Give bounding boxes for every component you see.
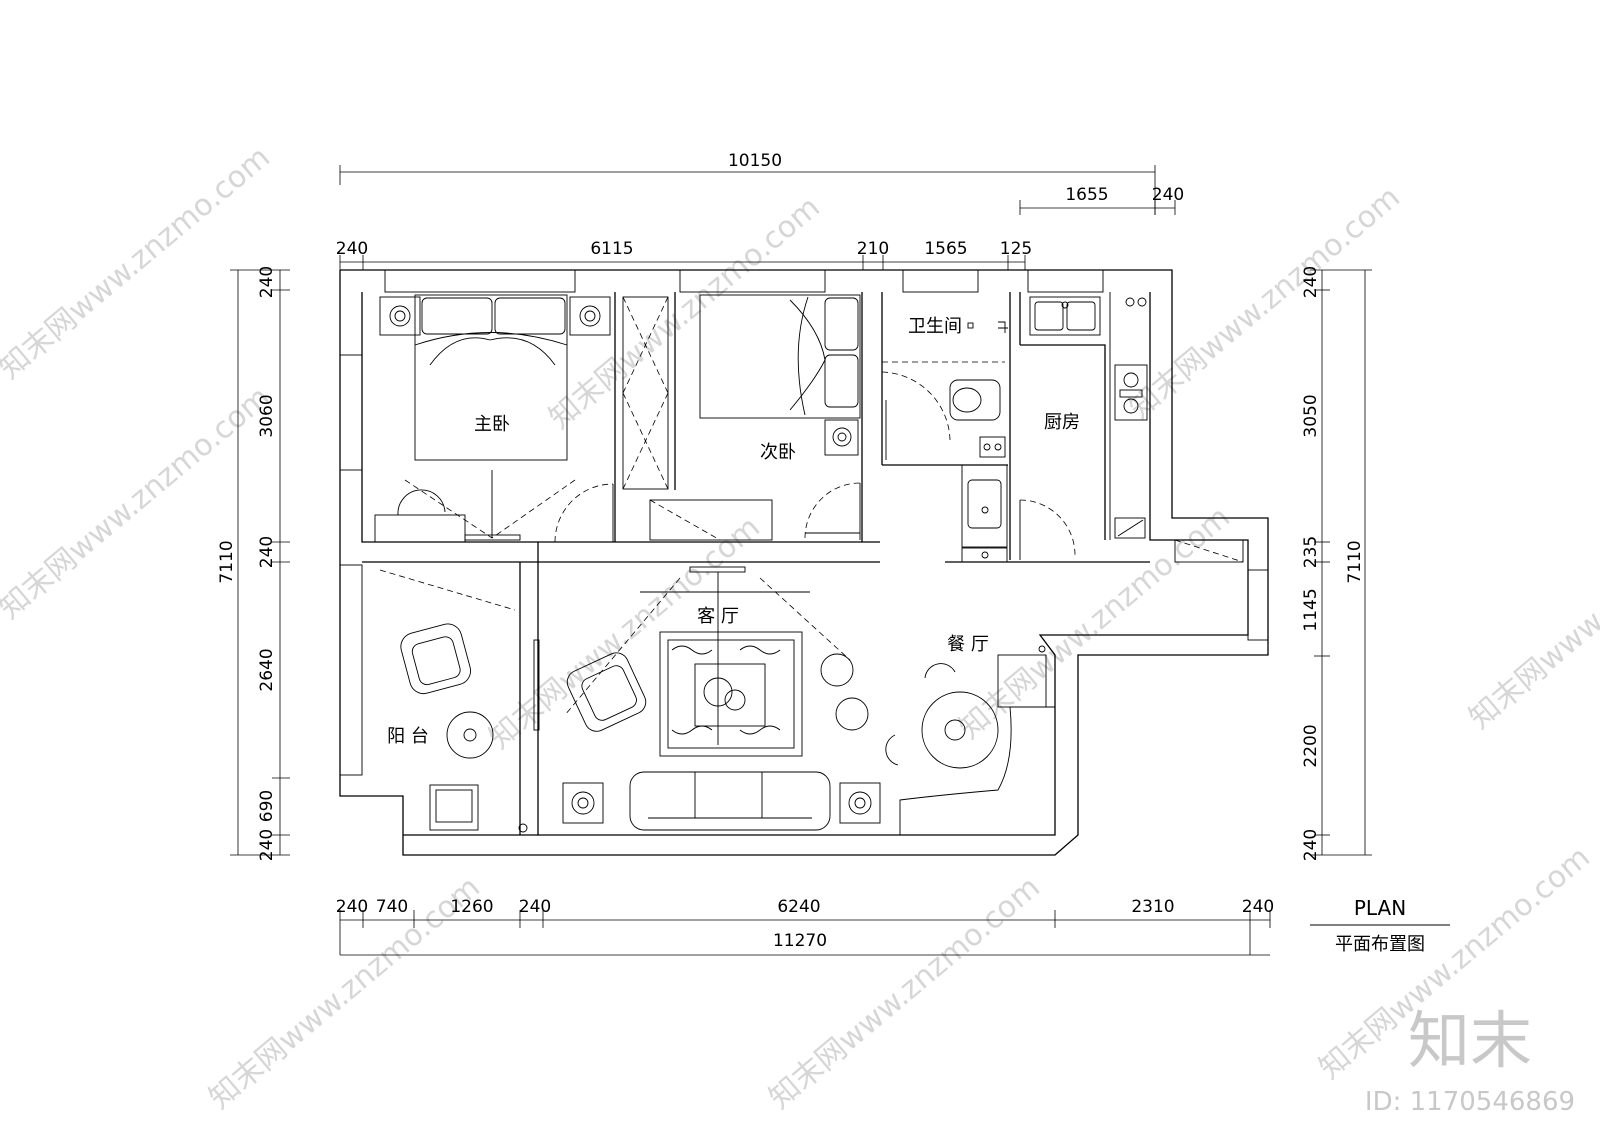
room-label-dining-room: 餐 厅 bbox=[947, 634, 989, 655]
title-en: PLAN bbox=[1354, 896, 1406, 920]
dim-left-3: 2640 bbox=[257, 648, 277, 691]
fridge-corner bbox=[1114, 517, 1146, 539]
dim-bottom-overall: 11270 bbox=[773, 931, 827, 951]
armchair bbox=[566, 652, 647, 732]
master-bedroom: 主卧 bbox=[374, 294, 669, 543]
dim-top-3: 1565 bbox=[924, 239, 967, 259]
pillow bbox=[421, 297, 493, 335]
dim-right-total: 7110 bbox=[1345, 540, 1365, 583]
banquette bbox=[899, 706, 1056, 836]
chair bbox=[885, 734, 899, 766]
watermark-text: 知末网www.znzmo.com bbox=[543, 190, 827, 436]
side-table bbox=[562, 782, 604, 824]
cabinet bbox=[1174, 539, 1244, 563]
dim-left-4: 690 bbox=[257, 790, 277, 822]
dim-left-2: 240 bbox=[257, 536, 277, 568]
bottom-dimensions: 240 740 1260 240 6240 2310 240 11270 bbox=[336, 897, 1274, 956]
dim-top-1: 6115 bbox=[590, 239, 633, 259]
faucet-box bbox=[979, 436, 1006, 458]
title-cn: 平面布置图 bbox=[1335, 934, 1425, 955]
round-table bbox=[446, 711, 494, 759]
kitchen: 厨房 bbox=[1029, 292, 1244, 563]
pillow bbox=[824, 354, 859, 408]
room-label-master-bedroom: 主卧 bbox=[474, 414, 510, 435]
left-dimensions: 7110 240 3060 240 2640 690 240 bbox=[217, 266, 290, 861]
brand-mark: 知末 ID: 1170546869 bbox=[1365, 1004, 1575, 1117]
dining-table bbox=[921, 691, 999, 769]
dim-right-4: 2200 bbox=[1301, 724, 1321, 767]
dim-left-total: 7110 bbox=[217, 540, 237, 583]
brand-logo: 知末 bbox=[1408, 1004, 1532, 1077]
dim-left-5: 240 bbox=[257, 829, 277, 861]
dim-bottom-0: 240 bbox=[336, 897, 368, 917]
chair bbox=[397, 489, 446, 516]
vanity bbox=[961, 464, 1008, 548]
brand-id: ID: 1170546869 bbox=[1365, 1087, 1575, 1117]
right-dimensions: 7110 240 3050 235 1145 2200 240 bbox=[1301, 266, 1372, 861]
room-label-balcony: 阳 台 bbox=[387, 726, 429, 747]
dim-top-right-a: 1655 bbox=[1065, 185, 1108, 205]
sofa bbox=[629, 771, 831, 831]
top-dimensions: 10150 1655 240 240 6115 210 1565 125 bbox=[336, 151, 1184, 270]
room-label-bathroom: 卫生间 bbox=[908, 316, 962, 337]
rug bbox=[659, 631, 803, 757]
watermarks: 知末网www.znzmo.com 知末网www.znzmo.com 知末网www… bbox=[0, 140, 1600, 1116]
stool bbox=[835, 697, 869, 731]
sink bbox=[1029, 296, 1101, 336]
watermark-text: 知末网www.znzmo.com bbox=[1123, 180, 1407, 426]
lounge-chair bbox=[400, 623, 471, 695]
dim-bottom-2: 1260 bbox=[450, 897, 493, 917]
dim-right-3: 1145 bbox=[1301, 588, 1321, 631]
dim-right-1: 3050 bbox=[1301, 394, 1321, 437]
room-label-kitchen: 厨房 bbox=[1044, 412, 1080, 433]
toilet bbox=[949, 379, 1001, 421]
living-room: 客 厅 bbox=[562, 566, 881, 831]
desk bbox=[374, 514, 466, 543]
nightstand bbox=[824, 419, 859, 456]
stool bbox=[820, 653, 854, 687]
watermark-text: 知末网www.znzmo.com bbox=[953, 500, 1237, 746]
master-bed bbox=[414, 294, 568, 461]
dim-top-4: 125 bbox=[1000, 239, 1032, 259]
drawing-title: PLAN 平面布置图 bbox=[1310, 896, 1450, 955]
pillow bbox=[824, 297, 859, 351]
dining-room: 餐 厅 bbox=[885, 634, 1056, 836]
watermark-text: 知末网www.znzmo.com bbox=[0, 380, 277, 626]
dim-right-0: 240 bbox=[1301, 266, 1321, 298]
dim-top-right-b: 240 bbox=[1152, 185, 1184, 205]
dim-top-overall: 10150 bbox=[728, 151, 782, 171]
dim-top-0: 240 bbox=[336, 239, 368, 259]
dim-right-5: 240 bbox=[1301, 829, 1321, 861]
watermark-text: 知末网www.znzmo.com bbox=[1463, 490, 1600, 736]
dim-bottom-4: 6240 bbox=[777, 897, 820, 917]
tv-cabinet bbox=[689, 566, 746, 573]
dim-bottom-1: 740 bbox=[376, 897, 408, 917]
dim-top-2: 210 bbox=[857, 239, 889, 259]
pillow bbox=[494, 297, 566, 335]
second-bedroom: 次卧 bbox=[649, 294, 861, 541]
room-label-second-bedroom: 次卧 bbox=[760, 442, 796, 463]
dim-right-2: 235 bbox=[1301, 536, 1321, 568]
balcony: 阳 台 bbox=[379, 569, 540, 833]
second-bed bbox=[699, 294, 861, 419]
dim-bottom-3: 240 bbox=[519, 897, 551, 917]
nightstand bbox=[569, 296, 611, 336]
stove bbox=[1114, 364, 1148, 421]
dim-left-1: 3060 bbox=[257, 394, 277, 437]
walls bbox=[339, 269, 1269, 856]
chair bbox=[924, 663, 956, 679]
side-table bbox=[839, 782, 881, 824]
nightstand bbox=[379, 296, 421, 336]
desk bbox=[649, 499, 773, 541]
dim-left-0: 240 bbox=[257, 266, 277, 298]
bathroom: 卫生间 bbox=[881, 316, 1076, 563]
dim-bottom-5: 2310 bbox=[1131, 897, 1174, 917]
washer bbox=[429, 784, 479, 831]
watermark-text: 知末网www.znzmo.com bbox=[0, 140, 277, 386]
dim-bottom-6: 240 bbox=[1242, 897, 1274, 917]
